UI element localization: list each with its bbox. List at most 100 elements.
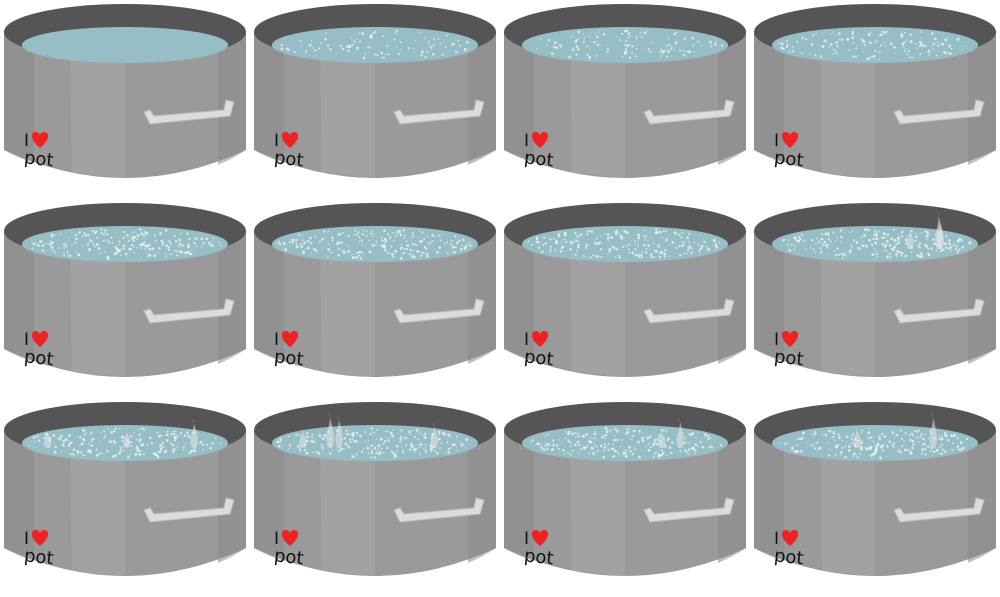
pot-illustration: I pot	[754, 4, 996, 178]
pot-shade-mid	[570, 245, 625, 376]
water-surface	[772, 226, 978, 262]
logo-text-pot: pot	[773, 545, 805, 569]
pot-illustration: I pot	[254, 4, 496, 178]
pot-shade-mid	[570, 444, 625, 575]
logo-text-pot: pot	[23, 545, 55, 569]
steam-wisps	[657, 417, 684, 448]
boiling-bubbles	[276, 228, 472, 260]
pot-shade-right	[468, 430, 496, 563]
boiling-bubbles	[280, 29, 469, 60]
pot-shade-right	[218, 32, 246, 165]
pot-illustration: I pot	[4, 402, 246, 576]
pot-frame-11: I pot	[500, 398, 750, 597]
pot-shade-left	[504, 430, 534, 561]
heart-icon	[781, 132, 799, 148]
pot-shade-left	[4, 32, 34, 163]
boiling-bubbles	[28, 427, 222, 459]
i-love-pot-logo: I pot	[273, 529, 305, 569]
i-love-pot-logo: I pot	[23, 131, 55, 171]
pot-frame-7: I pot	[500, 199, 750, 398]
logo-text-i: I	[24, 330, 29, 350]
heart-icon	[531, 132, 549, 148]
boiling-bubbles	[777, 30, 963, 61]
logo-text-i: I	[274, 529, 279, 549]
pot-shade-left	[4, 231, 34, 362]
heart-icon	[31, 132, 49, 148]
heart-icon	[281, 331, 299, 347]
boiling-bubbles	[782, 228, 972, 260]
water-surface	[772, 425, 978, 461]
i-love-pot-logo: I pot	[773, 131, 805, 171]
pot-shade-left	[4, 430, 34, 561]
pot-shade-right	[718, 430, 746, 563]
pot-frame-9: I pot	[0, 398, 250, 597]
pot-shade-right	[468, 32, 496, 165]
pot-frame-2: I pot	[250, 0, 500, 199]
logo-text-pot: pot	[23, 147, 55, 171]
i-love-pot-logo: I pot	[23, 529, 55, 569]
pot-frame-1: I pot	[0, 0, 250, 199]
logo-text-i: I	[524, 330, 529, 350]
pot-shade-mid	[70, 444, 125, 575]
pot-frame-10: I pot	[250, 398, 500, 597]
heart-icon	[781, 530, 799, 546]
pot-illustration: I pot	[504, 4, 746, 178]
logo-text-pot: pot	[773, 147, 805, 171]
steam-wisps	[906, 209, 944, 249]
pot-shade-left	[754, 32, 784, 163]
pot-shade-mid	[320, 444, 375, 575]
logo-text-pot: pot	[773, 346, 805, 370]
logo-text-i: I	[774, 529, 779, 549]
pot-shade-right	[968, 32, 996, 165]
pot-handle	[643, 298, 735, 324]
heart-icon	[281, 132, 299, 148]
pot-shade-left	[254, 430, 284, 561]
pot-illustration: I pot	[504, 203, 746, 377]
pot-handle	[893, 298, 985, 324]
pot-shade-mid	[320, 245, 375, 376]
pot-shade-mid	[570, 46, 625, 177]
water-surface	[22, 226, 228, 262]
i-love-pot-logo: I pot	[773, 330, 805, 370]
pot-illustration: I pot	[504, 402, 746, 576]
pot-handle	[143, 99, 235, 125]
pot-shade-right	[718, 231, 746, 364]
pot-frame-3: I pot	[500, 0, 750, 199]
logo-text-i: I	[524, 529, 529, 549]
i-love-pot-logo: I pot	[273, 131, 305, 171]
logo-text-i: I	[774, 131, 779, 151]
boiling-bubbles	[31, 228, 223, 260]
water-surface	[272, 27, 478, 63]
pot-shade-mid	[70, 245, 125, 376]
logo-text-pot: pot	[523, 147, 555, 171]
logo-text-i: I	[274, 330, 279, 350]
pot-shade-mid	[70, 46, 125, 177]
i-love-pot-logo: I pot	[773, 529, 805, 569]
boiling-bubbles	[535, 29, 724, 59]
i-love-pot-logo: I pot	[523, 131, 555, 171]
pot-frame-12: I pot	[750, 398, 1000, 597]
i-love-pot-logo: I pot	[523, 330, 555, 370]
pot-shade-right	[968, 231, 996, 364]
pot-shade-mid	[820, 46, 875, 177]
heart-icon	[31, 530, 49, 546]
i-love-pot-logo: I pot	[23, 330, 55, 370]
pot-illustration: I pot	[254, 402, 496, 576]
pot-handle	[393, 99, 485, 125]
logo-text-i: I	[524, 131, 529, 151]
water-surface	[272, 226, 478, 262]
pot-shade-left	[754, 231, 784, 362]
logo-text-pot: pot	[273, 545, 305, 569]
pot-shade-mid	[320, 46, 375, 177]
heart-icon	[781, 331, 799, 347]
pot-illustration: I pot	[754, 203, 996, 377]
heart-icon	[531, 331, 549, 347]
pot-handle	[143, 298, 235, 324]
logo-text-pot: pot	[273, 346, 305, 370]
pot-shade-mid	[820, 245, 875, 376]
pot-shade-left	[254, 231, 284, 362]
pot-frame-6: I pot	[250, 199, 500, 398]
logo-text-i: I	[274, 131, 279, 151]
heart-icon	[31, 331, 49, 347]
